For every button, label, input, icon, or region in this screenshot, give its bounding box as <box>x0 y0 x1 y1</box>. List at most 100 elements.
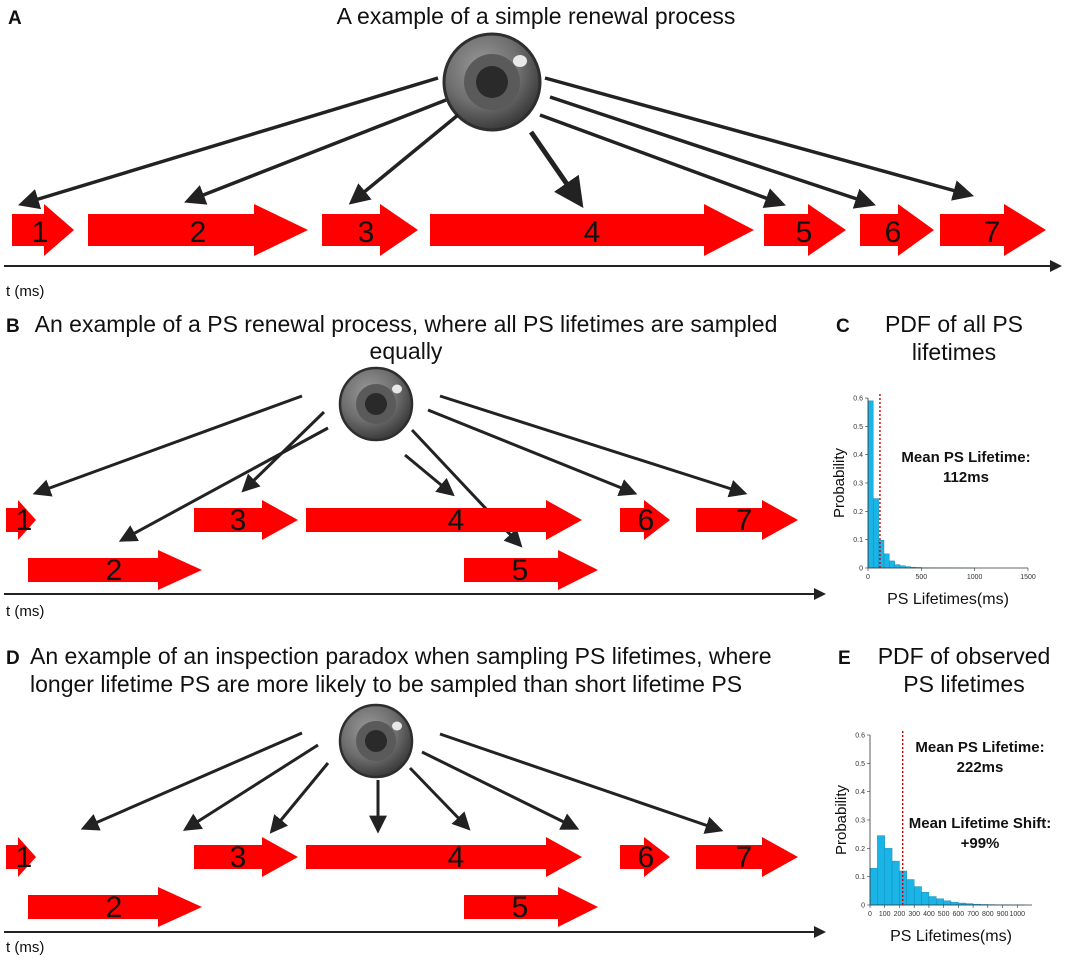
x-tick-label: 500 <box>915 574 927 581</box>
panel-a-title: A example of a simple renewal process <box>337 3 736 29</box>
lifetime-arrow-1 <box>6 837 36 877</box>
mean-annotation-line1: Mean PS Lifetime: <box>915 739 1044 756</box>
y-tick-label: 0.4 <box>855 789 865 796</box>
lifetime-arrow-6 <box>620 837 670 877</box>
x-tick-label: 0 <box>866 574 870 581</box>
panel-d-axis-label: t (ms) <box>6 939 44 956</box>
x-axis-label: PS Lifetimes(ms) <box>890 928 1012 945</box>
sampling-arrow-3 <box>241 410 326 493</box>
lifetime-arrow-7 <box>696 837 798 877</box>
lifetime-label-6: 6 <box>638 504 655 537</box>
mean-annotation-line1: Mean PS Lifetime: <box>901 449 1030 466</box>
lifetime-label-3: 3 <box>358 216 375 249</box>
shift-annotation-line1: Mean Lifetime Shift: <box>909 815 1052 832</box>
histogram-bar <box>867 400 874 569</box>
histogram-bar <box>894 564 901 569</box>
x-tick-label: 1000 <box>1009 911 1025 918</box>
lifetime-label-5: 5 <box>512 891 529 924</box>
panel-letter-b: B <box>6 316 20 337</box>
sampling-arrow-7 <box>544 76 975 201</box>
histogram-bar <box>913 886 922 906</box>
lifetime-arrow-7 <box>940 204 1046 256</box>
lifetime-arrow-4 <box>306 500 582 540</box>
panel-d-time-axis <box>4 926 826 938</box>
lifetime-label-2: 2 <box>106 891 123 924</box>
panel-b-title-line1: An example of a PS renewal process, wher… <box>35 311 778 337</box>
chart-e-title-line1: PDF of observed <box>878 643 1051 669</box>
sampling-arrow-7 <box>439 732 724 834</box>
sampling-arrow-4 <box>528 130 584 208</box>
chart-e-title-line2: PS lifetimes <box>903 671 1024 697</box>
y-tick-label: 0.5 <box>855 761 865 768</box>
panel-d-sampling-arrows <box>80 731 724 834</box>
histogram-bar <box>889 560 895 569</box>
sampling-arrow-2 <box>184 98 447 205</box>
lifetime-label-7: 7 <box>736 841 753 874</box>
sampling-arrow-1 <box>17 76 439 210</box>
lifetime-arrow-5 <box>464 550 598 590</box>
lifetime-arrow-3 <box>194 837 298 877</box>
eye-icon <box>338 703 414 779</box>
lifetime-label-2: 2 <box>190 216 207 249</box>
lifetime-label-1: 1 <box>16 504 33 537</box>
histogram-bar <box>936 898 944 906</box>
lifetime-arrow-2 <box>28 550 202 590</box>
y-tick-label: 0.3 <box>855 818 865 825</box>
x-axis-label: PS Lifetimes(ms) <box>887 591 1009 608</box>
panel-letter-a: A <box>8 8 22 29</box>
lifetime-label-1: 1 <box>16 841 33 874</box>
y-tick-label: 0.6 <box>853 396 863 403</box>
lifetime-label-4: 4 <box>448 841 465 874</box>
y-tick-label: 0.5 <box>853 424 863 431</box>
y-tick-label: 0.2 <box>853 509 863 516</box>
chart-c-title-line2: lifetimes <box>912 339 996 365</box>
lifetime-arrow-5 <box>764 204 846 256</box>
histogram-bar <box>884 848 893 906</box>
eye-icon <box>442 32 542 132</box>
sampling-arrow-4 <box>404 453 455 497</box>
lifetime-label-4: 4 <box>448 504 465 537</box>
histogram-bar <box>869 867 878 906</box>
panel-a-time-axis <box>4 260 1062 272</box>
histogram-bar <box>943 900 952 906</box>
sampling-arrow-7 <box>439 394 748 498</box>
x-tick-label: 800 <box>982 911 994 918</box>
sampling-arrow-5 <box>408 766 471 831</box>
lifetime-arrow-6 <box>860 204 934 256</box>
y-tick-label: 0 <box>861 903 865 910</box>
x-tick-label: 900 <box>997 911 1009 918</box>
sampling-arrow-3 <box>269 762 330 834</box>
lifetime-label-3: 3 <box>230 841 247 874</box>
y-tick-label: 0 <box>859 566 863 573</box>
lifetime-arrow-2 <box>28 887 202 927</box>
sampling-arrow-2 <box>182 743 319 831</box>
x-tick-label: 1000 <box>967 574 983 581</box>
panel-a-sampling-arrows <box>17 76 975 210</box>
eye-icon <box>338 366 414 442</box>
lifetime-label-1: 1 <box>32 216 49 249</box>
y-tick-label: 0.1 <box>855 874 865 881</box>
lifetime-arrow-3 <box>194 500 298 540</box>
y-axis-label: Probability <box>833 784 850 855</box>
sampling-arrow-6 <box>427 408 638 496</box>
x-tick-label: 400 <box>923 911 935 918</box>
histogram-bar <box>891 860 900 906</box>
lifetime-label-6: 6 <box>638 841 655 874</box>
mean-annotation-line2: 112ms <box>943 469 989 486</box>
lifetime-label-4: 4 <box>584 216 601 249</box>
panel-a-axis-label: t (ms) <box>6 283 44 300</box>
panel-b-time-axis <box>4 588 826 600</box>
panel-d-title-line2: longer lifetime PS are more likely to be… <box>30 671 742 697</box>
sampling-arrow-1 <box>80 731 303 831</box>
panel-letter-e: E <box>838 648 851 669</box>
lifetime-label-2: 2 <box>106 554 123 587</box>
histogram-bar <box>877 835 885 906</box>
histogram-bar <box>873 498 879 569</box>
y-tick-label: 0.2 <box>855 846 865 853</box>
x-tick-label: 100 <box>879 911 891 918</box>
y-tick-label: 0.6 <box>855 733 865 740</box>
lifetime-arrow-7 <box>696 500 798 540</box>
